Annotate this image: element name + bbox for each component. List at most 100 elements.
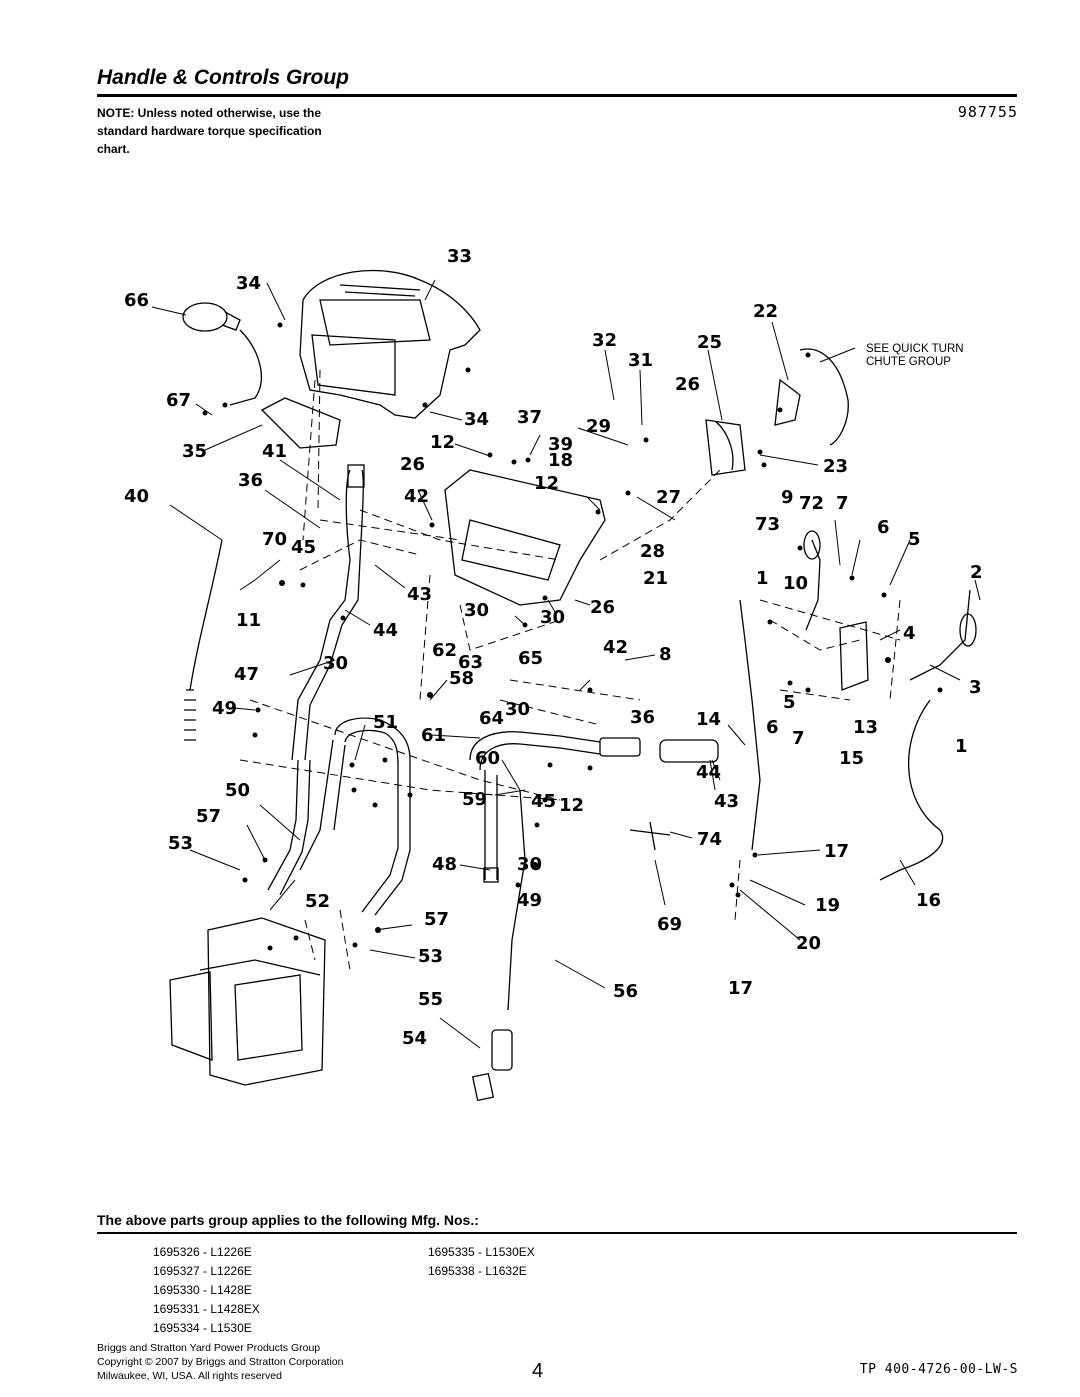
applies-rule: [97, 1232, 1017, 1234]
callout: 37: [517, 407, 542, 428]
callout: 39: [548, 434, 573, 455]
callout: 57: [196, 806, 221, 827]
applies-heading: The above parts group applies to the fol…: [97, 1212, 479, 1228]
callout: 44: [696, 762, 721, 783]
callout: 53: [418, 946, 443, 967]
callout: 54: [402, 1028, 427, 1049]
callout: 49: [212, 698, 237, 719]
callout: 42: [603, 637, 628, 658]
callout: 31: [628, 350, 653, 371]
callout: 51: [373, 712, 398, 733]
callout: 49: [517, 890, 542, 911]
reference-note-line2: CHUTE GROUP: [866, 356, 951, 368]
callout: 59: [462, 789, 487, 810]
callout: 43: [407, 584, 432, 605]
mfg-item: 1695338 - L1632E: [428, 1264, 527, 1278]
callout: 45: [291, 537, 316, 558]
callout: 7: [792, 728, 805, 749]
callout: 41: [262, 441, 287, 462]
callout: 58: [449, 668, 474, 689]
callout: 61: [421, 725, 446, 746]
callout: 70: [262, 529, 287, 550]
callout: 8: [659, 644, 672, 665]
callout: 25: [697, 332, 722, 353]
callout: 56: [613, 981, 638, 1002]
callout: 60: [475, 748, 500, 769]
callout: 28: [640, 541, 665, 562]
callout: 44: [373, 620, 398, 641]
callout: 6: [877, 517, 890, 538]
page-title: Handle & Controls Group: [97, 66, 349, 89]
callout: 6: [766, 717, 779, 738]
callout: 53: [168, 833, 193, 854]
callout: 30: [505, 699, 530, 720]
callout: 32: [592, 330, 617, 351]
footer-line: Copyright © 2007 by Briggs and Stratton …: [97, 1356, 344, 1368]
torque-note: NOTE: Unless noted otherwise, use the st…: [97, 106, 322, 156]
callout: 57: [424, 909, 449, 930]
mfg-item: 1695334 - L1530E: [153, 1321, 252, 1335]
callout: 29: [586, 416, 611, 437]
callout: 40: [124, 486, 149, 507]
callout: 13: [853, 717, 878, 738]
callout: 30: [464, 600, 489, 621]
callout: 3: [969, 677, 982, 698]
callout: 64: [479, 708, 504, 729]
callout: 45: [531, 791, 556, 812]
callout: 1: [756, 568, 769, 589]
callout: 72: [799, 493, 824, 514]
callout: 11: [236, 610, 261, 631]
callout: 18: [548, 450, 573, 471]
mfg-list-col2: 1695335 - L1530EX 1695338 - L1632E: [428, 1243, 535, 1281]
callout: 33: [447, 246, 472, 267]
copyright-block: Briggs and Stratton Yard Power Products …: [97, 1341, 343, 1383]
mfg-item: 1695331 - L1428EX: [153, 1302, 260, 1316]
callout: 30: [323, 653, 348, 674]
callout: 43: [714, 791, 739, 812]
page-number: 4: [532, 1360, 544, 1382]
callout: 48: [432, 854, 457, 875]
diagram-number: 987755: [957, 103, 1018, 121]
callout: 69: [657, 914, 682, 935]
document-code: TP 400-4726-00-LW-S: [859, 1362, 1018, 1377]
callout: 16: [916, 890, 941, 911]
callout: 63: [458, 652, 483, 673]
callout: 30: [540, 607, 565, 628]
callout: 36: [238, 470, 263, 491]
callout: 55: [418, 989, 443, 1010]
callout: 12: [430, 432, 455, 453]
callout: 14: [696, 709, 721, 730]
callout: 26: [400, 454, 425, 475]
mfg-item: 1695330 - L1428E: [153, 1283, 252, 1297]
callout: 5: [908, 529, 921, 550]
mfg-item: 1695327 - L1226E: [153, 1264, 252, 1278]
title-rule: [97, 94, 1017, 97]
callout: 27: [656, 487, 681, 508]
callout: 15: [839, 748, 864, 769]
mfg-list-col1: 1695326 - L1226E 1695327 - L1226E 169533…: [153, 1243, 260, 1338]
callout: 47: [234, 664, 259, 685]
callout: 67: [166, 390, 191, 411]
callout: 50: [225, 780, 250, 801]
callout: 17: [824, 841, 849, 862]
callout: 34: [236, 273, 261, 294]
callout: 36: [630, 707, 655, 728]
callout: 12: [559, 795, 584, 816]
callout: 4: [903, 623, 916, 644]
callout: 26: [590, 597, 615, 618]
callout: 10: [783, 573, 808, 594]
callout: 65: [518, 648, 543, 669]
callout: 19: [815, 895, 840, 916]
callout: 23: [823, 456, 848, 477]
callout: 42: [404, 486, 429, 507]
callout: 5: [783, 692, 796, 713]
callout: 1: [955, 736, 968, 757]
callout: 17: [728, 978, 753, 999]
callout: 52: [305, 891, 330, 912]
callout: 74: [697, 829, 722, 850]
callout: 21: [643, 568, 668, 589]
callout: 12: [534, 473, 559, 494]
callout: 35: [182, 441, 207, 462]
mfg-item: 1695326 - L1226E: [153, 1245, 252, 1259]
callout: 62: [432, 640, 457, 661]
